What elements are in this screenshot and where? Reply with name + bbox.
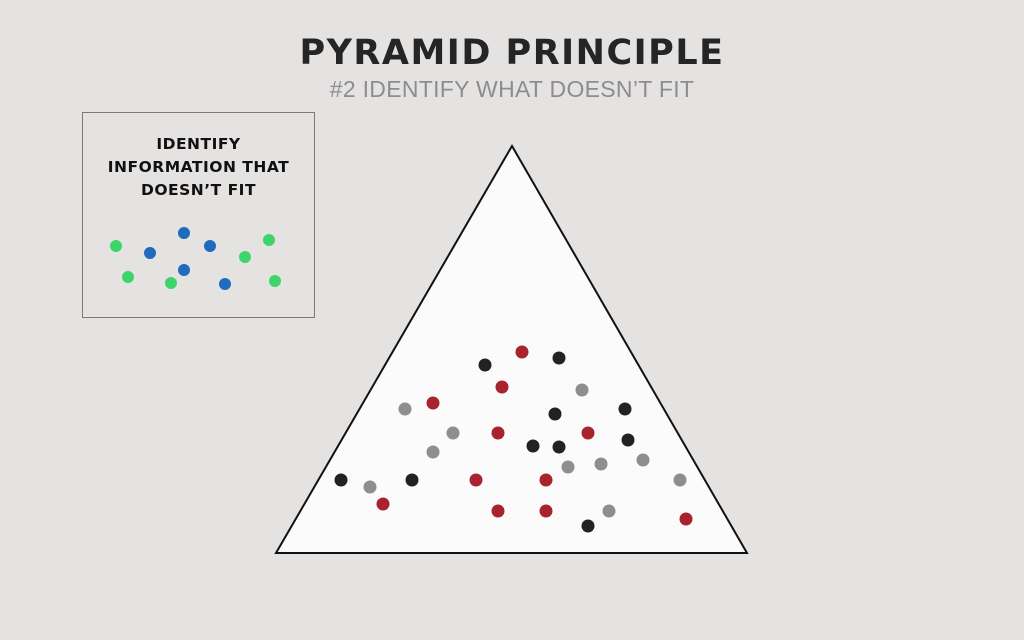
- red-dot: [376, 497, 390, 511]
- black-dot: [618, 402, 632, 416]
- gray-dot: [575, 383, 589, 397]
- page-subtitle: #2 IDENTIFY WHAT DOESN’T FIT: [329, 76, 695, 102]
- green-dot: [239, 251, 251, 263]
- gray-dot: [636, 453, 650, 467]
- gray-dot: [426, 445, 440, 459]
- red-dot: [515, 345, 529, 359]
- black-dots: [334, 351, 635, 533]
- black-dot: [334, 473, 348, 487]
- blue-dots: [144, 227, 231, 290]
- black-dot: [621, 433, 635, 447]
- black-dot: [478, 358, 492, 372]
- blue-dot: [178, 227, 190, 239]
- red-dot: [491, 504, 505, 518]
- gray-dot: [594, 457, 608, 471]
- legend-line-1: IDENTIFY: [156, 135, 241, 153]
- legend-box: IDENTIFY INFORMATION THAT DOESN’T FIT: [82, 112, 315, 318]
- green-dot: [263, 234, 275, 246]
- green-dot: [269, 275, 281, 287]
- red-dot: [581, 426, 595, 440]
- red-dot: [495, 380, 509, 394]
- blue-dot: [204, 240, 216, 252]
- black-dot: [552, 351, 566, 365]
- gray-dot: [446, 426, 460, 440]
- pyramid-dots: [334, 345, 693, 533]
- legend-dots: [110, 227, 281, 290]
- black-dot: [552, 440, 566, 454]
- red-dot: [679, 512, 693, 526]
- gray-dot: [363, 480, 377, 494]
- pyramid-triangle: [274, 144, 749, 554]
- black-dot: [581, 519, 595, 533]
- blue-dot: [144, 247, 156, 259]
- blue-dot: [178, 264, 190, 276]
- red-dot: [426, 396, 440, 410]
- green-dot: [165, 277, 177, 289]
- legend-line-2: INFORMATION THAT: [107, 158, 290, 176]
- green-dot: [110, 240, 122, 252]
- red-dot: [539, 473, 553, 487]
- page-title: PYRAMID PRINCIPLE: [299, 33, 725, 73]
- red-dot: [539, 504, 553, 518]
- gray-dot: [602, 504, 616, 518]
- black-dot: [548, 407, 562, 421]
- black-dot: [526, 439, 540, 453]
- legend-box-title: IDENTIFY INFORMATION THAT DOESN’T FIT: [83, 133, 314, 202]
- gray-dot: [398, 402, 412, 416]
- gray-dots: [363, 383, 687, 518]
- gray-dot: [561, 460, 575, 474]
- green-dots: [110, 234, 281, 289]
- red-dots: [376, 345, 693, 526]
- green-dot: [122, 271, 134, 283]
- red-dot: [491, 426, 505, 440]
- legend-line-3: DOESN’T FIT: [140, 181, 257, 199]
- red-dot: [469, 473, 483, 487]
- black-dot: [405, 473, 419, 487]
- gray-dot: [673, 473, 687, 487]
- blue-dot: [219, 278, 231, 290]
